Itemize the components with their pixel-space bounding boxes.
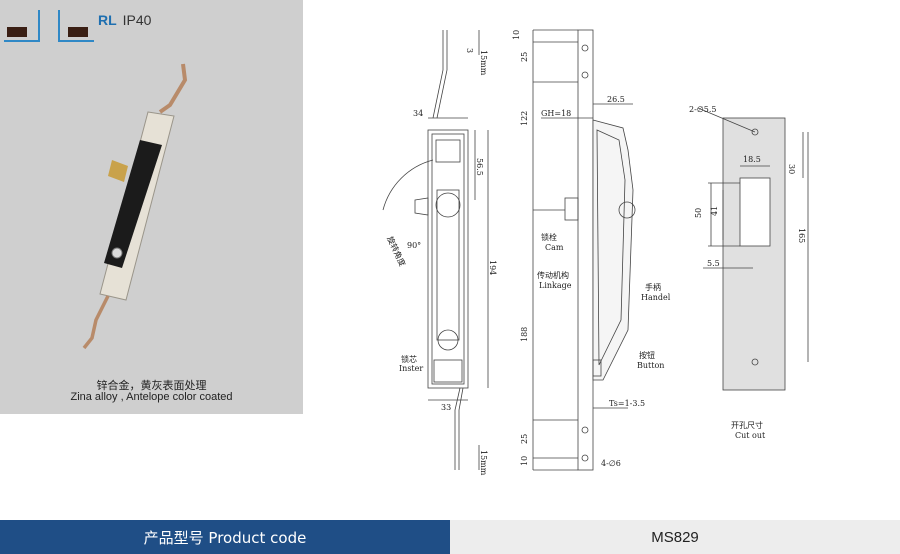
cutout-dim-41: 41	[710, 206, 719, 216]
handle-label-cn: 手柄	[645, 282, 661, 292]
material-description-cn: 锌合金，黄灰表面处理	[96, 379, 207, 392]
cutout-label-cn: 开孔尺寸	[731, 420, 763, 430]
side-width-26-5: 26.5	[607, 95, 625, 104]
cutout-dim-5-5: 5.5	[707, 259, 720, 268]
rotation-angle-label: 旋转角度	[385, 235, 408, 268]
front-dim-34: 34	[413, 109, 423, 118]
side-holes-label: 4-∅6	[601, 459, 621, 468]
side-gh-label: GH=18	[541, 109, 571, 118]
side-ts-label: Ts=1-3.5	[609, 399, 645, 408]
side-dim-10-top: 10	[512, 30, 521, 40]
cutout-dim-18-5: 18.5	[743, 155, 761, 164]
cutout-holes-label: 2-∅5.5	[689, 105, 716, 114]
side-dim-122: 122	[520, 111, 529, 126]
cam-label-en: Cam	[545, 243, 564, 252]
cam-label-cn: 锁栓	[541, 232, 557, 242]
side-dim-25-top: 25	[520, 52, 529, 62]
front-dim-194: 194	[488, 260, 497, 275]
button-label-en: Button	[637, 361, 664, 370]
mounting-badge-1	[4, 10, 40, 42]
material-description-en: Zina alloy , Antelope color coated	[70, 391, 233, 403]
front-dim-90deg: 90°	[407, 241, 421, 250]
technical-drawing: 15mm 3 34 56.5 194 33 15mm 90° 旋转角度 锁芯 I…	[382, 29, 809, 476]
side-dim-10-bottom: 10	[520, 456, 529, 466]
side-view	[532, 29, 636, 471]
rl-label: RL	[98, 12, 117, 28]
front-view	[382, 30, 489, 470]
front-dim-56-5: 56.5	[475, 158, 484, 176]
ip-rating-value: IP40	[122, 12, 152, 28]
linkage-label-en: Linkage	[539, 281, 572, 290]
cutout-dim-165: 165	[797, 228, 806, 243]
linkage-label-cn: 传动机构	[537, 270, 569, 280]
cutout-label-en: Cut out	[735, 431, 766, 440]
ip-rating: RL IP40	[98, 12, 151, 28]
front-dim-3: 3	[465, 48, 474, 53]
lock-photo	[82, 63, 188, 350]
handle-label-en: Handel	[641, 293, 671, 302]
product-code-value: MS829	[450, 520, 900, 554]
insert-label-en: Inster	[399, 364, 423, 373]
cutout-dim-30: 30	[787, 164, 796, 174]
product-photo-panel: RL IP40 锌合金，黄灰表面处理 Zina alloy , Antelope …	[0, 0, 303, 414]
cutout-dim-50: 50	[694, 208, 703, 218]
cutout-view	[697, 107, 809, 391]
side-dim-25-bottom: 25	[520, 434, 529, 444]
front-dim-15mm-top: 15mm	[479, 50, 488, 76]
mounting-badge-2	[58, 10, 94, 42]
button-label-cn: 按钮	[639, 350, 655, 360]
front-dim-33: 33	[441, 403, 451, 412]
insert-label-cn: 锁芯	[401, 354, 417, 364]
product-code-label: 产品型号 Product code	[0, 520, 450, 554]
front-dim-15mm-bottom: 15mm	[479, 450, 488, 476]
side-dim-188: 188	[520, 327, 529, 342]
